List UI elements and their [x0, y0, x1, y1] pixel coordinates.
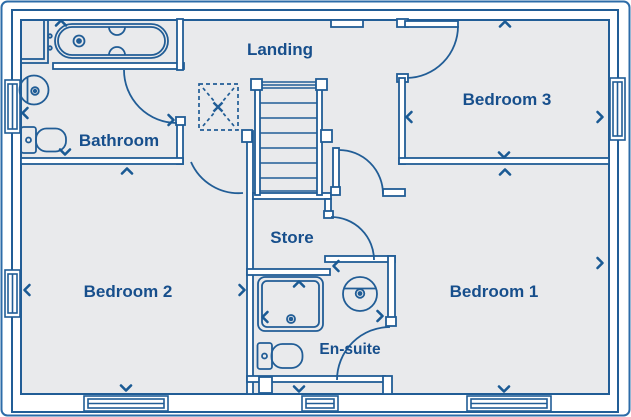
pedestal-sink-icon — [18, 74, 50, 106]
window-icon — [4, 269, 21, 318]
door-post — [323, 210, 334, 219]
chevron-up-icon — [54, 19, 68, 27]
chevron-down-icon — [497, 385, 511, 393]
chevron-right-icon — [596, 110, 604, 124]
window-icon — [301, 395, 339, 412]
wall-frame — [258, 376, 273, 394]
window-icon — [83, 395, 169, 412]
bedroom2-label: Bedroom 2 — [84, 282, 173, 301]
store-top-wall — [252, 192, 332, 200]
bathroom-door-swing-icon — [123, 69, 178, 124]
ensuite-label: En-suite — [319, 341, 381, 358]
stair-left-rail — [254, 83, 261, 196]
hatch-outline — [198, 83, 239, 131]
doors — [123, 25, 459, 381]
chevron-up-icon — [120, 167, 134, 175]
windows — [4, 77, 626, 412]
chevron-right-icon — [167, 113, 175, 127]
bedroom2-store-wall — [246, 130, 254, 395]
chevron-down-icon — [119, 384, 133, 392]
chevron-left-icon — [405, 110, 413, 124]
newel-post — [320, 129, 333, 143]
bedroom1-top-left-wall — [382, 188, 406, 197]
door-post — [385, 316, 397, 327]
ensuite-right-wall — [387, 255, 396, 326]
chevron-up-icon — [498, 20, 512, 28]
bathroom-bottom-wall — [20, 157, 184, 165]
store-door-swing-icon — [330, 216, 375, 261]
landing-top-wall — [330, 19, 364, 28]
newel-post — [250, 78, 263, 91]
chevron-left-icon — [332, 259, 340, 273]
newel-post — [241, 129, 253, 143]
round-sink-icon — [342, 276, 378, 312]
bedroom3-bottom-wall — [398, 157, 610, 165]
exterior-wall-inner — [20, 19, 610, 395]
chevron-up-icon — [292, 280, 306, 288]
chevron-left-icon — [23, 283, 31, 297]
exterior-walls — [11, 9, 619, 413]
ensuite-door-swing-icon — [336, 326, 391, 381]
chevron-left-icon — [261, 310, 269, 324]
bedroom3-door-leaf — [404, 20, 459, 28]
bath-alcove-wall — [52, 62, 185, 70]
chevron-right-icon — [238, 283, 246, 297]
bathroom-label: Bathroom — [79, 131, 159, 150]
chevron-up-icon — [498, 168, 512, 176]
hatch-cross — [212, 101, 224, 113]
stair-treads — [260, 102, 317, 192]
bedroom3-door-swing-icon — [406, 25, 459, 79]
window-icon — [466, 395, 552, 412]
window-icon — [609, 77, 626, 141]
bathtub-icon — [47, 23, 169, 59]
chevron-right-icon — [376, 309, 384, 323]
bedroom3-left-wall — [398, 77, 406, 165]
chevron-down-icon — [292, 385, 306, 393]
chevron-left-icon — [21, 106, 29, 120]
door-post — [330, 186, 341, 196]
window-icon — [4, 79, 21, 134]
staircase-icon — [241, 78, 333, 196]
bathroom-right-wall-upper — [176, 18, 184, 71]
floor-area — [21, 20, 609, 394]
hatch-diagonals — [202, 87, 235, 127]
chevron-right-icon — [596, 256, 604, 270]
loft-hatch-icon — [198, 83, 239, 131]
bedroom2-door-swing-icon — [190, 161, 244, 195]
vestibule-bottom-wall — [324, 255, 396, 263]
newel-post — [315, 78, 328, 91]
ensuite-door-post — [382, 375, 393, 395]
store-label: Store — [270, 228, 313, 247]
direction-chevrons — [21, 19, 604, 393]
bedroom1-door-swing-icon — [338, 149, 384, 195]
chevron-down-icon — [497, 151, 511, 159]
shower-tray-icon — [257, 276, 324, 332]
stair-top-edge — [262, 81, 316, 89]
bedroom3-label: Bedroom 3 — [463, 90, 552, 109]
bedroom1-label: Bedroom 1 — [450, 282, 539, 301]
chevron-down-icon — [58, 148, 72, 156]
landing-label: Landing — [247, 40, 313, 59]
cupboard-outer-wall — [20, 19, 49, 64]
ensuite-top-wall — [246, 268, 331, 276]
toilet-icon — [256, 342, 304, 370]
toilet-icon — [20, 126, 67, 154]
room-labels: Landing Bathroom Bedroom 3 Store Bedroom… — [79, 40, 552, 358]
door-post — [175, 116, 186, 126]
interior-walls — [20, 18, 610, 395]
bathroom-fixtures — [18, 23, 169, 154]
ensuite-fixtures — [256, 276, 378, 370]
exterior-wall-outer — [11, 9, 619, 413]
